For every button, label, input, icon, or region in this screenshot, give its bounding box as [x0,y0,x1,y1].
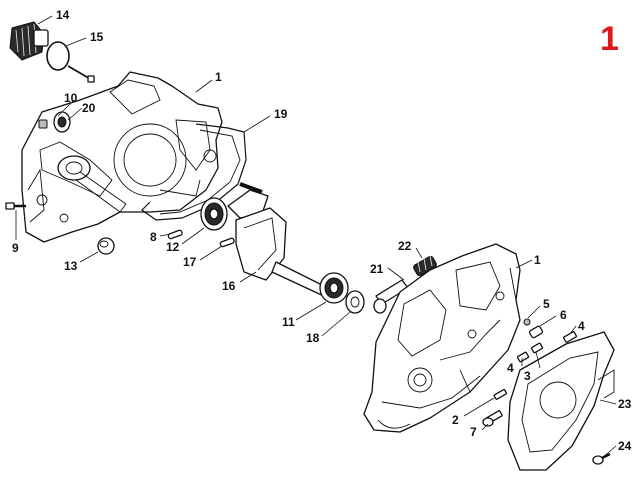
callout-3: 3 [524,369,531,383]
callout-1-right-crankcase: 1 [534,253,541,267]
gasket [141,123,247,221]
callout-1-left-crankcase: 1 [215,70,222,84]
callout-7: 7 [470,425,477,439]
crankcase-half-left [21,71,223,243]
callout-24: 24 [618,439,632,453]
crankshaft [227,182,333,299]
callout-21: 21 [370,262,384,276]
callout-15: 15 [90,30,104,44]
callout-17: 17 [183,255,197,269]
callout-20: 20 [82,101,96,115]
callouts: 14 15 1 10 20 19 9 8 12 17 13 16 22 21 1… [12,8,632,453]
callout-8: 8 [150,230,157,244]
small-hardware [516,318,577,363]
crankcase-half-right [363,243,521,433]
callout-11: 11 [282,315,295,329]
callout-23: 23 [618,397,632,411]
callout-18: 18 [306,331,320,345]
ball-bearing-right [319,272,349,304]
callout-12: 12 [166,240,180,254]
o-ring [46,41,95,83]
decompression-valve [9,21,49,61]
callout-10: 10 [64,91,78,105]
callout-4-upper: 4 [578,319,585,333]
screw-24 [592,452,611,465]
callout-2: 2 [452,413,459,427]
chain-sprocket-cover [507,331,615,471]
ball-bearing-left [200,197,228,231]
callout-22: 22 [398,239,412,253]
screws-bottom [482,388,507,427]
callout-19: 19 [274,107,288,121]
callout-9: 9 [12,241,19,255]
leader-lines [15,15,617,459]
seal-ring [345,290,365,314]
callout-5: 5 [543,297,550,311]
bolt-left [5,202,26,210]
callout-6: 6 [560,308,567,322]
callout-4-lower: 4 [507,361,514,375]
callout-13: 13 [64,259,78,273]
plug [97,237,115,255]
callout-14: 14 [56,8,70,22]
reference-number: 1 [600,20,619,58]
callout-16: 16 [222,279,236,293]
dowel-pin [167,229,235,248]
